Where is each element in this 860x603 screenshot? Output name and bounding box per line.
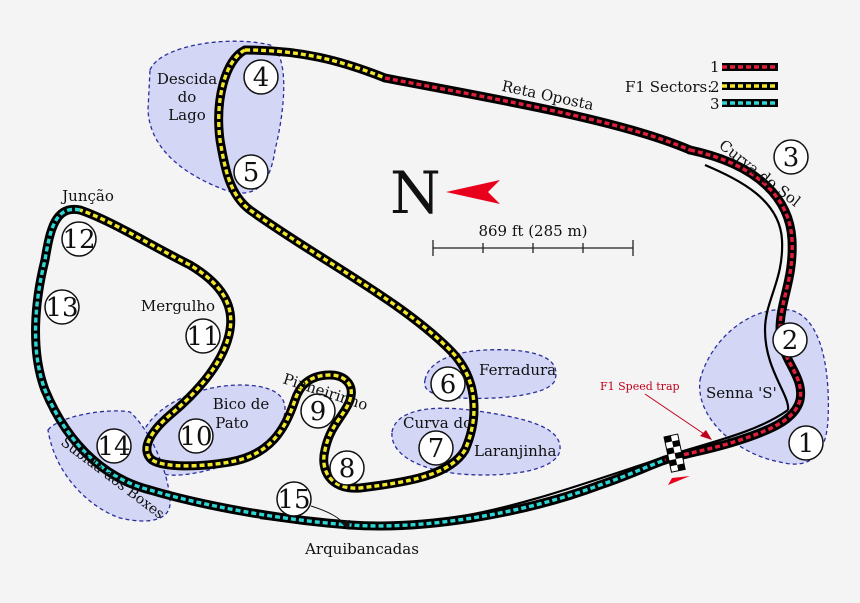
corner-10: 10 xyxy=(178,418,214,454)
svg-text:2: 2 xyxy=(782,326,799,356)
label-curva-do: Curva do xyxy=(403,414,472,432)
corner-6: 6 xyxy=(430,366,466,402)
corner-15: 15 xyxy=(276,481,312,517)
svg-text:6: 6 xyxy=(440,370,457,400)
sector-legend: F1 Sectors: 1 2 3 xyxy=(625,58,778,113)
svg-text:9: 9 xyxy=(310,397,327,427)
scale-bar xyxy=(432,240,634,256)
sector-2-line xyxy=(79,48,476,490)
scale-label: 869 ft (285 m) xyxy=(478,222,587,240)
label-descida-3: Lago xyxy=(168,106,206,124)
speed-trap-label: F1 Speed trap xyxy=(600,380,680,393)
label-descida-1: Descida xyxy=(157,70,217,88)
svg-text:5: 5 xyxy=(243,158,260,188)
corner-7: 7 xyxy=(418,430,454,466)
corner-markers: 1 2 3 4 5 6 7 8 9 10 11 12 13 14 15 xyxy=(44,59,824,517)
label-laranjinha: Laranjinha xyxy=(474,442,556,460)
label-descida-2: do xyxy=(178,88,197,106)
label-juncao: Junção xyxy=(60,187,114,205)
corner-5: 5 xyxy=(233,154,269,190)
pit-lane-entry xyxy=(704,163,790,411)
svg-text:15: 15 xyxy=(277,485,310,515)
corner-15-arrowhead-icon xyxy=(340,520,350,530)
svg-text:11: 11 xyxy=(186,322,219,352)
corner-13: 13 xyxy=(44,289,80,325)
corner-8: 8 xyxy=(329,450,365,486)
svg-text:1: 1 xyxy=(798,429,815,459)
label-ferradura: Ferradura xyxy=(479,361,556,379)
speed-trap-arrowhead-icon xyxy=(700,430,712,440)
sector-3-line xyxy=(33,207,666,528)
speed-trap-pointer xyxy=(644,393,711,439)
corner-14: 14 xyxy=(96,428,132,464)
label-bico-2: Pato xyxy=(215,414,248,432)
svg-text:8: 8 xyxy=(339,454,356,484)
direction-arrow-icon xyxy=(668,476,690,485)
corner-11: 11 xyxy=(185,318,221,354)
svg-text:13: 13 xyxy=(45,293,78,323)
label-mergulho: Mergulho xyxy=(141,297,215,315)
legend-title: F1 Sectors: xyxy=(625,78,712,96)
label-bico-1: Bico de xyxy=(213,395,270,413)
svg-text:3: 3 xyxy=(783,143,800,173)
start-finish-flag xyxy=(663,433,686,473)
svg-text:14: 14 xyxy=(97,432,130,462)
svg-text:12: 12 xyxy=(62,225,95,255)
corner-2: 2 xyxy=(772,322,808,358)
north-arrow-icon xyxy=(446,180,500,204)
corner-4: 4 xyxy=(243,59,279,95)
legend-num-1: 1 xyxy=(710,58,720,76)
label-senna-s: Senna 'S' xyxy=(706,384,777,402)
corner-9: 9 xyxy=(300,393,336,429)
corner-12: 12 xyxy=(61,221,97,257)
svg-text:10: 10 xyxy=(179,422,212,452)
legend-num-2: 2 xyxy=(710,78,720,96)
compass-letter: N xyxy=(390,159,441,227)
corner-1: 1 xyxy=(788,425,824,461)
svg-text:7: 7 xyxy=(428,434,445,464)
svg-text:4: 4 xyxy=(253,63,270,93)
corner-3: 3 xyxy=(773,139,809,175)
legend-num-3: 3 xyxy=(710,95,720,113)
label-arquibancadas: Arquibancadas xyxy=(304,540,419,558)
